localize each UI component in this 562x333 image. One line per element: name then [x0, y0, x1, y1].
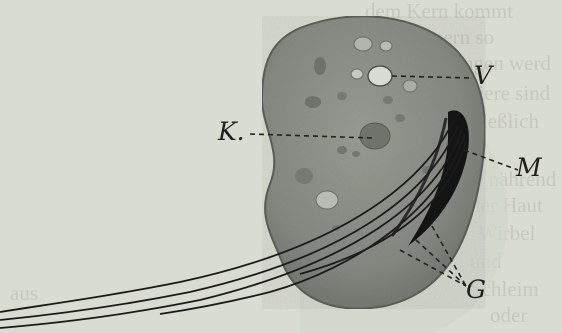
label-g: G	[466, 275, 486, 304]
bleed-line: aus	[10, 281, 38, 305]
bleed-line: oder	[490, 303, 527, 327]
label-k: K.	[217, 117, 245, 146]
vacuole	[351, 69, 363, 79]
vacuole	[380, 41, 392, 51]
vacuole	[354, 37, 372, 51]
granule	[295, 168, 313, 184]
label-v: V	[474, 61, 495, 90]
label-m: M	[515, 153, 543, 182]
granule	[352, 151, 360, 157]
granule	[337, 146, 347, 154]
nucleus	[360, 123, 390, 149]
granule	[337, 92, 347, 100]
contractile-vacuole	[368, 66, 392, 86]
vacuole	[403, 80, 417, 92]
food-vacuole	[316, 191, 338, 209]
granule	[305, 96, 321, 108]
granule	[383, 96, 393, 104]
granule	[395, 114, 405, 122]
granule	[314, 57, 326, 75]
